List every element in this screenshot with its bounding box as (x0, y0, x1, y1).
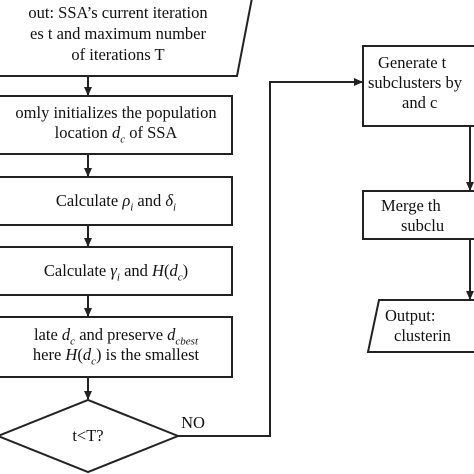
generate-line-1: Generate t (378, 53, 447, 72)
generate-line-3: and c (402, 93, 438, 112)
calculate-rho-delta-box (0, 176, 233, 226)
no-branch-label: NO (181, 413, 205, 432)
calculate-rho-label: Calculate ρi and δi (55, 191, 177, 214)
calculate-gamma-label: Calculate γi and H(dc) (43, 261, 189, 284)
merge-label: Merge th subclu (364, 196, 474, 236)
output-line-1: Output: (385, 306, 436, 325)
initialize-line-2: location dc of SSA (54, 123, 178, 146)
update-line-1: late dc and preserve dcbest (33, 325, 199, 348)
calculate-gamma-h-box (0, 246, 233, 296)
input-line-3: of iterations T (71, 45, 165, 64)
input-label: out: SSA’s current iteration es t and ma… (0, 2, 236, 65)
output-label: Output: clusterin (364, 306, 474, 346)
input-line-2: es t and maximum number (30, 24, 206, 43)
generate-line-2: subclusters by (368, 73, 462, 92)
output-parallelogram (366, 299, 474, 353)
merge-subclusters-box (362, 190, 474, 240)
update-dc-box (0, 316, 233, 378)
update-label: late dc and preserve dcbest here H(dc) i… (0, 325, 232, 368)
update-line-2: here H(dc) is the smallest (32, 345, 200, 368)
generate-subclusters-box (362, 45, 474, 127)
no-branch-connector (178, 78, 363, 437)
input-parallelogram (0, 0, 253, 77)
decision-condition: t<T? (72, 426, 104, 445)
output-line-2: clusterin (394, 326, 451, 345)
merge-line-2: subclu (401, 216, 445, 235)
initialize-label: omly initializes the population location… (0, 103, 232, 146)
initialize-population-box (0, 95, 233, 155)
input-line-1: out: SSA’s current iteration (28, 3, 208, 22)
merge-line-1: Merge th (381, 196, 441, 215)
initialize-line-1: omly initializes the population (15, 103, 217, 122)
generate-label: Generate t subclusters by and c (364, 53, 474, 113)
